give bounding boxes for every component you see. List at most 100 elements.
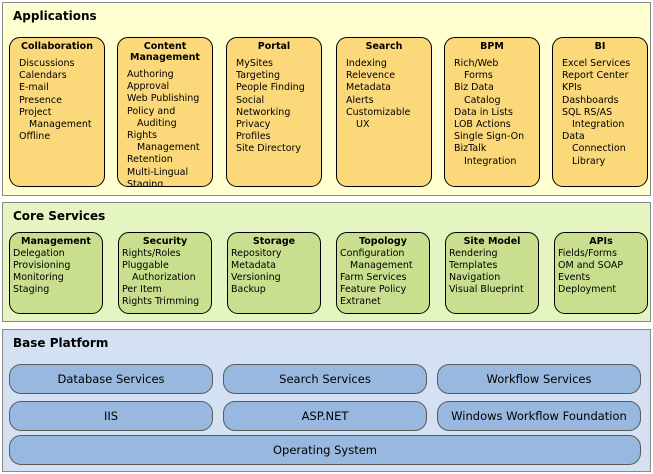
card-item: Fields/Forms — [558, 248, 617, 259]
card-title-line: BI — [594, 41, 606, 52]
card-item: MySites — [236, 58, 274, 69]
card-item: Versioning — [231, 272, 281, 283]
card-item: Dashboards — [562, 94, 619, 106]
card-item: People Finding — [236, 82, 305, 94]
card-item: Networking — [236, 106, 291, 118]
card-item: LOB Actions — [454, 119, 511, 131]
card-title-line: APIs — [589, 236, 613, 247]
card-item: Provisioning — [13, 260, 71, 271]
card-title: Security — [119, 233, 211, 247]
base-platform-layer-title: Base Platform — [13, 336, 109, 350]
card-item: Web Publishing — [127, 93, 200, 105]
card-title-line: Topology — [359, 236, 407, 247]
card-item: Data in Lists — [454, 106, 513, 118]
card-item: Repository — [231, 248, 282, 259]
platform-component-search-services: Search Services — [223, 364, 427, 394]
card-title-line: Portal — [257, 41, 291, 52]
card-title-line: Collaboration — [21, 41, 93, 52]
card-item: Authoring — [127, 69, 174, 80]
card-item: Offline — [19, 131, 51, 143]
card-title-line: Content — [143, 41, 187, 52]
card-item: Site Directory — [236, 143, 302, 155]
card-item: Indexing — [346, 58, 387, 69]
card-item: Pluggable — [122, 260, 169, 271]
card-item: Forms — [464, 70, 493, 82]
card-item: Navigation — [449, 272, 501, 283]
card-item: Biz Data — [454, 82, 494, 94]
card-item: Delegation — [13, 248, 65, 259]
card-title: Storage — [228, 233, 320, 247]
card-item: E-mail — [19, 82, 49, 94]
card-item: Deployment — [558, 284, 617, 295]
card-item: Privacy — [236, 119, 271, 131]
card-title: Topology — [337, 233, 429, 247]
card-item: SQL RS/AS — [562, 106, 613, 118]
card-item: Social — [236, 94, 265, 106]
card-item: Targeting — [236, 70, 281, 82]
card-item: Project — [19, 106, 52, 118]
card-title-line: Management — [21, 236, 91, 247]
card-item: Rights — [127, 130, 157, 142]
card-item: Farm Services — [340, 272, 407, 283]
card-item: Rights Trimming — [122, 296, 200, 307]
card-title-line: Security — [142, 236, 188, 247]
card-item: Metadata — [231, 260, 276, 271]
card-item: Connection — [572, 143, 626, 155]
card-item: UX — [356, 119, 370, 131]
card-item: Staging — [13, 284, 50, 295]
card-item: BizTalk — [454, 143, 487, 155]
card-title: Search — [337, 38, 431, 52]
card-title: Site Model — [446, 233, 538, 247]
card-item: Management — [137, 142, 200, 154]
card-item: Library — [572, 155, 606, 167]
card-item: Integration — [464, 155, 517, 167]
platform-component-iis: IIS — [9, 401, 213, 431]
card-item: Multi-Lingual — [127, 166, 189, 178]
card-title: Management — [10, 233, 102, 247]
card-item: Single Sign-On — [454, 131, 525, 143]
card-item: Calendars — [19, 70, 67, 82]
card-item: Rich/Web — [454, 58, 499, 69]
card-item: Feature Policy — [340, 284, 407, 295]
card-item: Auditing — [137, 117, 177, 129]
card-item: Relevence — [346, 70, 396, 82]
card-item: Discussions — [19, 58, 75, 69]
card-title-line: Storage — [252, 236, 296, 247]
platform-component-windows-workflow-foundation: Windows Workflow Foundation — [437, 401, 641, 431]
card-item: Management — [29, 119, 92, 131]
card-item: Management — [350, 260, 413, 271]
card-item: Catalog — [464, 94, 501, 106]
card-item: KPIs — [562, 82, 582, 94]
card-item: Customizable — [346, 106, 411, 118]
card-item: Rights/Roles — [122, 248, 181, 259]
platform-component-operating-system: Operating System — [9, 435, 641, 465]
card-title: BPM — [445, 38, 539, 52]
platform-component-asp-net: ASP.NET — [223, 401, 427, 431]
card-item: OM and SOAP — [558, 260, 624, 271]
card-title-line: Search — [365, 41, 403, 52]
card-item: Policy and — [127, 105, 176, 117]
card-item: Profiles — [236, 131, 271, 143]
platform-component-workflow-services: Workflow Services — [437, 364, 641, 394]
card-item: Integration — [572, 119, 625, 131]
card-title: Portal — [227, 38, 321, 52]
